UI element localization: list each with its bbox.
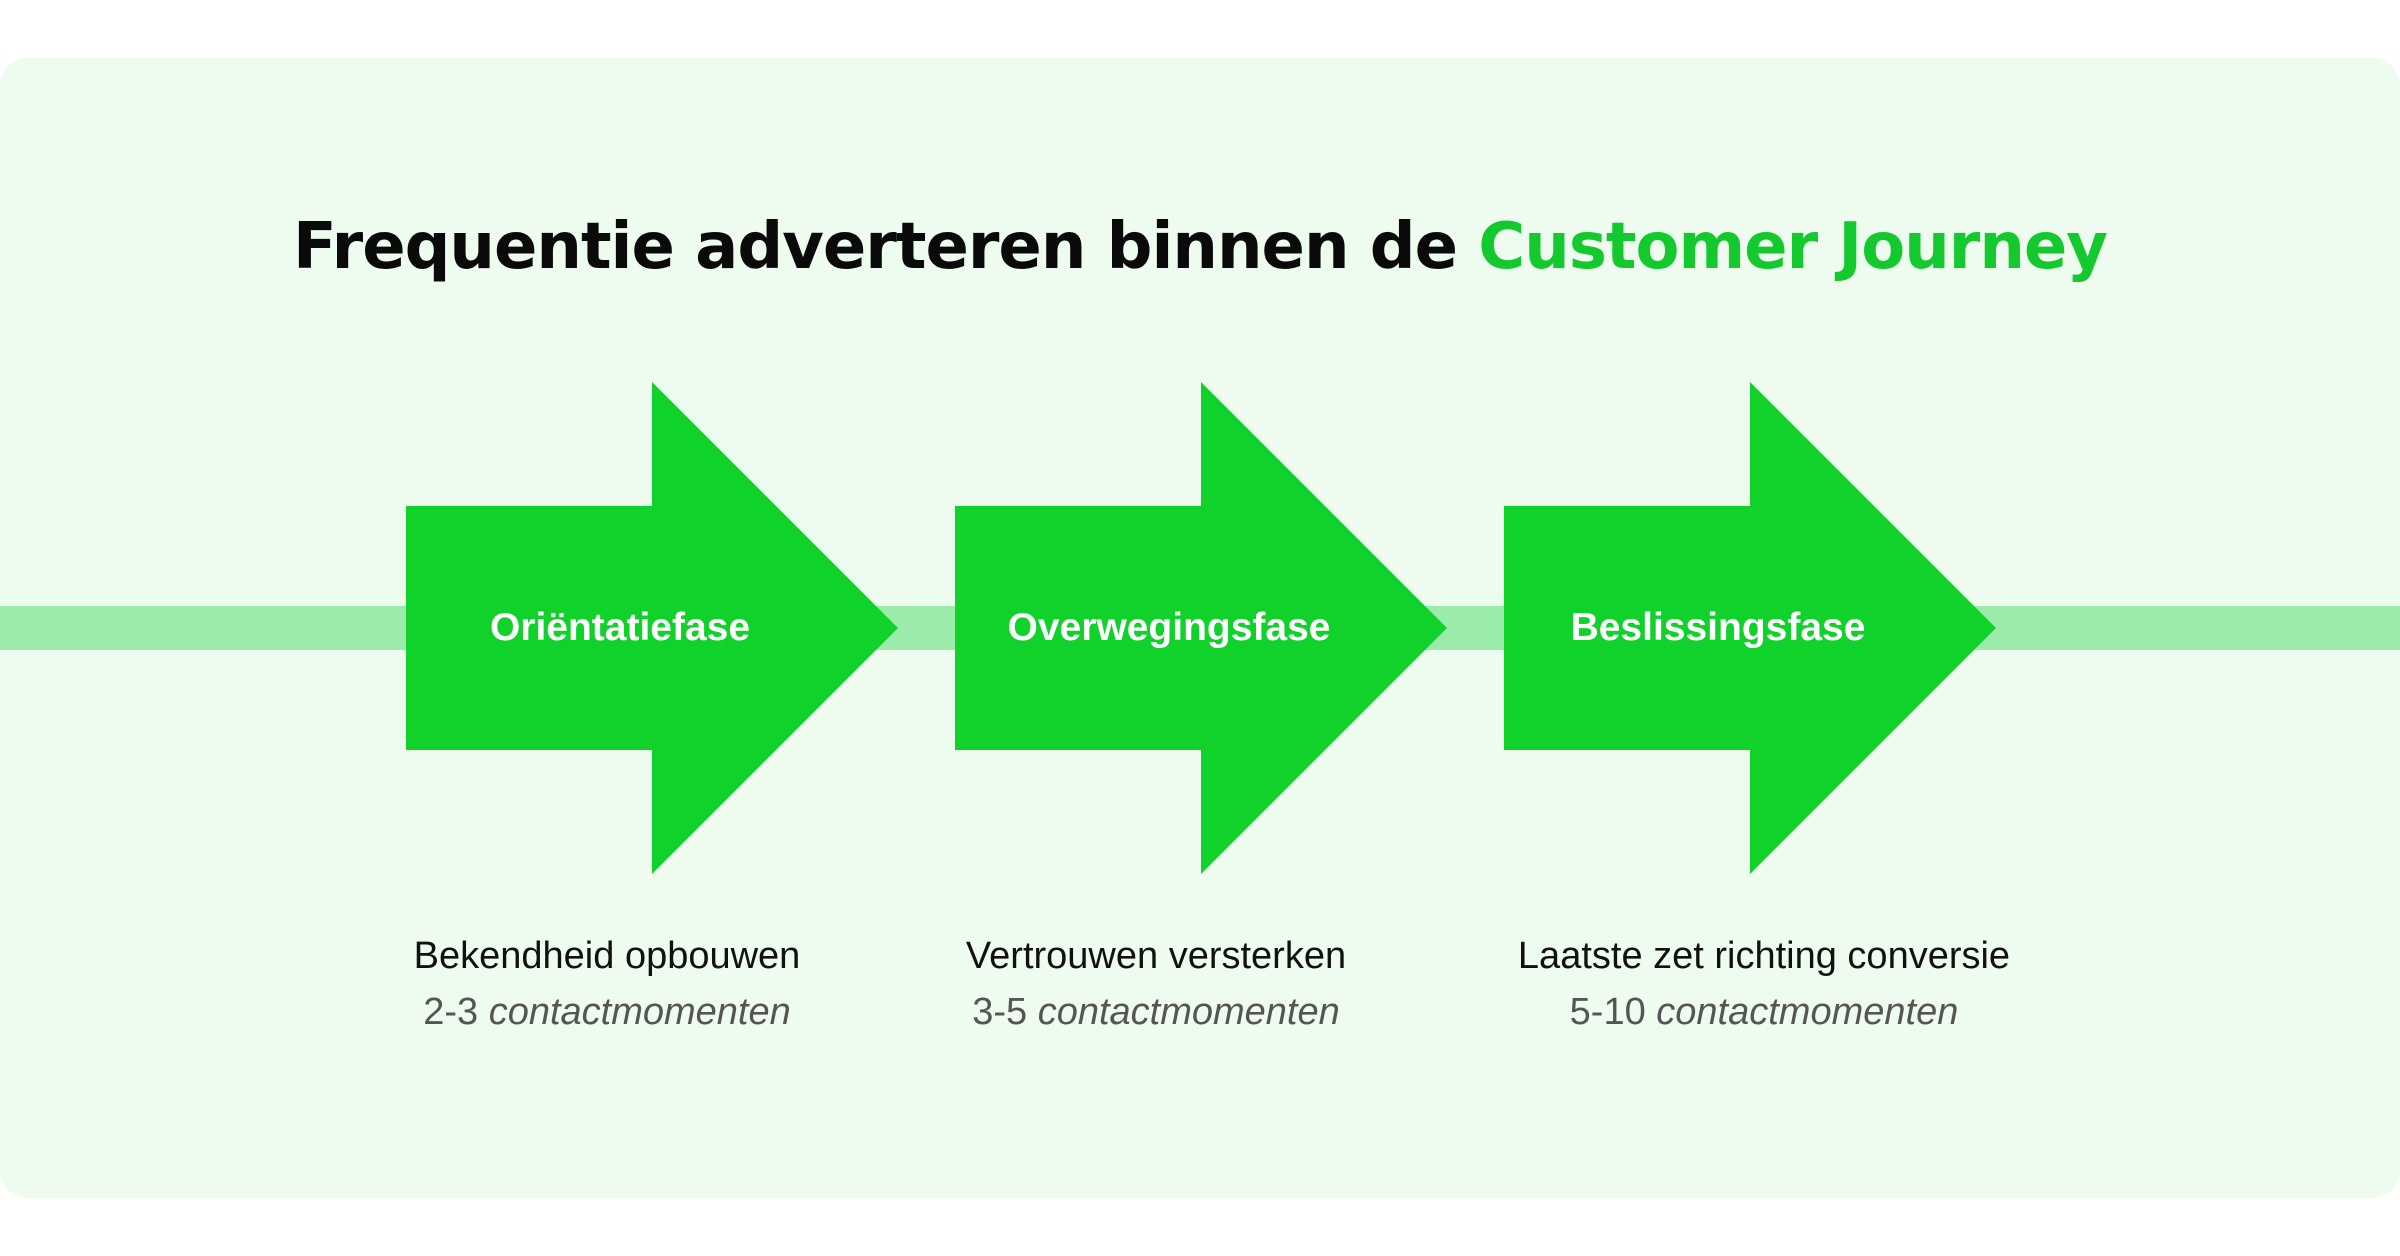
contact-range: 2-3 (423, 991, 479, 1033)
phase-label: Oriëntatiefase (490, 606, 750, 649)
contact-range: 5-10 (1569, 991, 1646, 1033)
phase-caption-1: Bekendheid opbouwen 2-3 contactmomenten (327, 928, 887, 1040)
contact-range: 3-5 (972, 991, 1028, 1033)
phase-description: Bekendheid opbouwen (413, 935, 801, 977)
phase-label: Beslissingsfase (1571, 606, 1866, 649)
phase-contact-count: 5-10 contactmomenten (1484, 984, 2044, 1040)
phase-arrow-1: Oriëntatiefase (406, 382, 898, 874)
contact-unit: contactmomenten (1656, 991, 1959, 1033)
contact-unit: contactmomenten (488, 991, 791, 1033)
phase-contact-count: 2-3 contactmomenten (327, 984, 887, 1040)
arrow-shape (1504, 382, 1996, 874)
phase-arrow-2: Overwegingsfase (955, 382, 1447, 874)
arrow-shape (406, 382, 898, 874)
phase-description: Laatste zet richting conversie (1517, 935, 2011, 977)
phase-label: Overwegingsfase (1008, 606, 1331, 649)
title-main: Frequentie adverteren binnen de (293, 210, 1479, 284)
phase-caption-3: Laatste zet richting conversie 5-10 cont… (1484, 928, 2044, 1040)
phase-description: Vertrouwen versterken (965, 935, 1347, 977)
arrow-shape (955, 382, 1447, 874)
phase-caption-2: Vertrouwen versterken 3-5 contactmomente… (876, 928, 1436, 1040)
phase-arrow-3: Beslissingsfase (1504, 382, 1996, 874)
contact-unit: contactmomenten (1037, 991, 1340, 1033)
diagram-title: Frequentie adverteren binnen de Customer… (0, 210, 2400, 284)
title-accent: Customer Journey (1478, 210, 2108, 284)
phase-contact-count: 3-5 contactmomenten (876, 984, 1436, 1040)
